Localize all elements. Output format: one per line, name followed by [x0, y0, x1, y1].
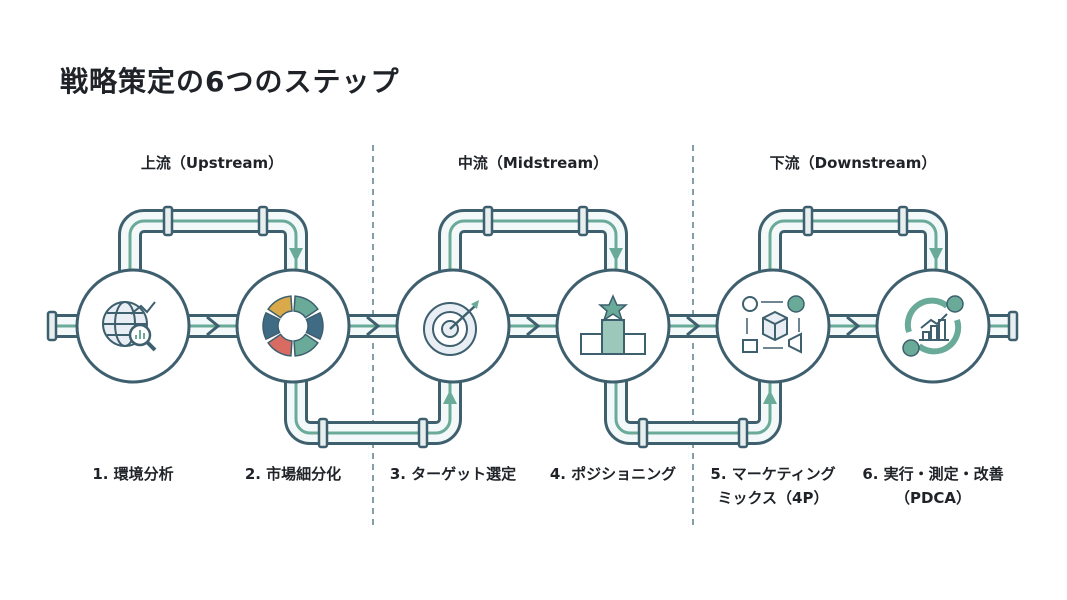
- step-node-5: [715, 268, 831, 384]
- flow-arrow-down-icon: [929, 248, 943, 262]
- bypass-pipe-top: [758, 209, 948, 275]
- pipe-coupling: [637, 417, 649, 449]
- step-label-2: 2. 市場細分化: [244, 465, 342, 483]
- segment-donut-icon: [262, 295, 324, 357]
- pipe-coupling: [46, 310, 58, 342]
- pipe-coupling: [802, 205, 814, 237]
- flow-arrow-down-icon: [289, 248, 303, 262]
- target-icon: [423, 300, 479, 356]
- flow-chevron-icon: [686, 315, 701, 337]
- flow-chevron-icon: [846, 315, 861, 337]
- bypass-pipe-bottom: [604, 378, 782, 445]
- pipe-coupling: [577, 205, 589, 237]
- pipe-coupling: [737, 417, 749, 449]
- step-node-2: [235, 268, 351, 384]
- pipe-coupling: [1007, 310, 1019, 342]
- pipe-coupling: [482, 205, 494, 237]
- flow-arrow-down-icon: [609, 248, 623, 262]
- pipe-coupling: [897, 205, 909, 237]
- pdca-cycle-icon: [902, 295, 964, 357]
- flow-chevron-icon: [526, 315, 541, 337]
- flow-arrow-up-icon: [443, 390, 457, 404]
- flow-arrow-up-icon: [763, 390, 777, 404]
- step-node-3: [395, 268, 511, 384]
- step-label-1: 1. 環境分析: [92, 465, 174, 483]
- step-node-1: [75, 268, 191, 384]
- pipe-coupling: [162, 205, 174, 237]
- pipe-coupling: [317, 417, 329, 449]
- section-label-upstream: 上流（Upstream）: [140, 154, 284, 172]
- pipe-coupling: [257, 205, 269, 237]
- podium-icon: [580, 294, 646, 355]
- step-node-4: [555, 268, 671, 384]
- section-label-midstream: 中流（Midstream）: [457, 154, 609, 172]
- bypass-pipe-top: [438, 209, 628, 275]
- step-label-4: 4. ポジショニング: [549, 465, 677, 483]
- flow-chevron-icon: [366, 315, 381, 337]
- globe-analysis-icon: [102, 301, 157, 352]
- step-label-6: 6. 実行・測定・改善（PDCA）: [862, 465, 1004, 507]
- page-title: 戦略策定の6つのステップ: [60, 65, 400, 98]
- flow-chevron-icon: [206, 315, 221, 337]
- bypass-pipe-top: [118, 209, 308, 275]
- step-label-5: 5. マーケティングミックス（4P）: [710, 465, 836, 507]
- step-node-6: [875, 268, 991, 384]
- bypass-pipe-bottom: [284, 378, 462, 445]
- section-label-downstream: 下流（Downstream）: [769, 154, 937, 172]
- step-label-3: 3. ターゲット選定: [389, 465, 517, 483]
- pipe-coupling: [417, 417, 429, 449]
- marketing-mix-icon: [742, 295, 805, 354]
